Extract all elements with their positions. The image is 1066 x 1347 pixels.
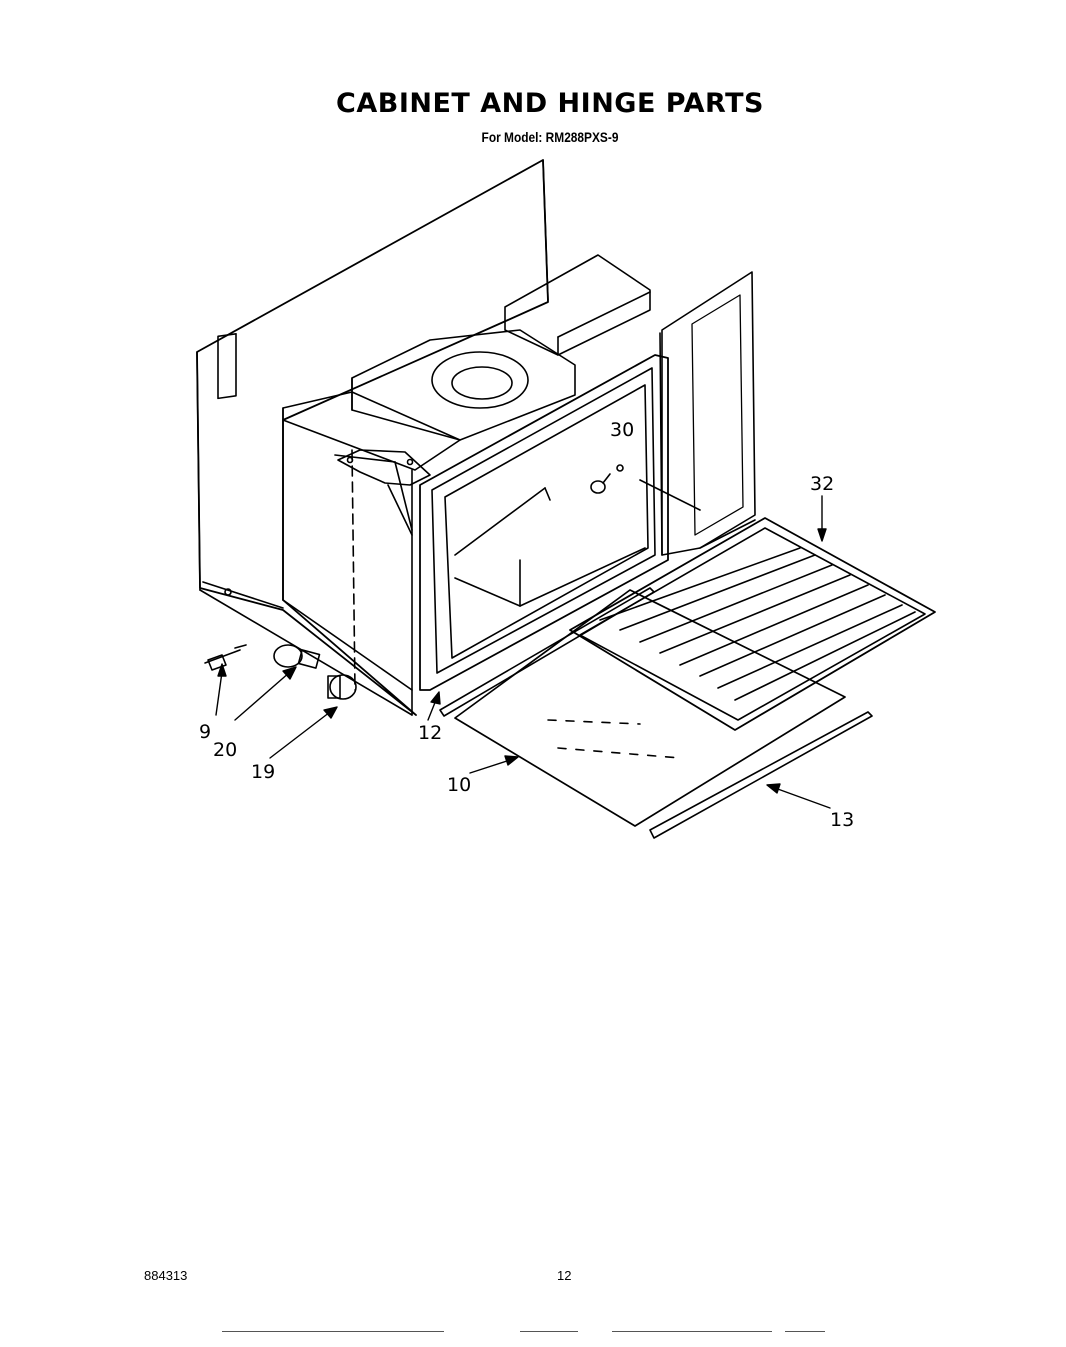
part-30-light-socket — [590, 464, 624, 494]
right-side-panel — [659, 271, 756, 556]
part-32-oven-rack — [569, 517, 936, 731]
scan-artifact-line — [520, 1331, 578, 1332]
part-12-front-trim — [439, 587, 655, 717]
part-13-side-trim — [649, 711, 873, 839]
cabinet-wrapper — [196, 159, 549, 716]
part-19-socket — [327, 674, 357, 700]
callout-10: 10 — [447, 774, 471, 796]
callout-32: 32 — [810, 473, 834, 495]
callout-20: 20 — [213, 739, 237, 761]
callout-9: 9 — [199, 721, 211, 743]
callout-12: 12 — [418, 722, 442, 744]
scan-artifact-line — [612, 1331, 772, 1332]
callout-19: 19 — [251, 761, 275, 783]
vent-slot — [217, 333, 237, 400]
part-9-screw — [204, 644, 247, 671]
top-components — [351, 254, 651, 441]
oven-cavity — [282, 391, 461, 716]
page-title: CABINET AND HINGE PARTS — [336, 88, 764, 119]
part-20-lamp — [273, 644, 321, 669]
document-number: 884313 — [144, 1268, 188, 1283]
hinge-bracket — [337, 449, 431, 691]
scan-artifact-line — [222, 1331, 444, 1332]
front-frame — [419, 354, 701, 691]
scan-artifact-line — [785, 1331, 825, 1332]
callout-30: 30 — [610, 419, 634, 441]
callout-13: 13 — [830, 809, 854, 831]
page-number: 12 — [557, 1268, 572, 1283]
part-10-glass-shelf — [454, 589, 846, 827]
model-subtitle: For Model: RM288PXS-9 — [481, 129, 619, 145]
leader-arrows — [215, 495, 831, 809]
